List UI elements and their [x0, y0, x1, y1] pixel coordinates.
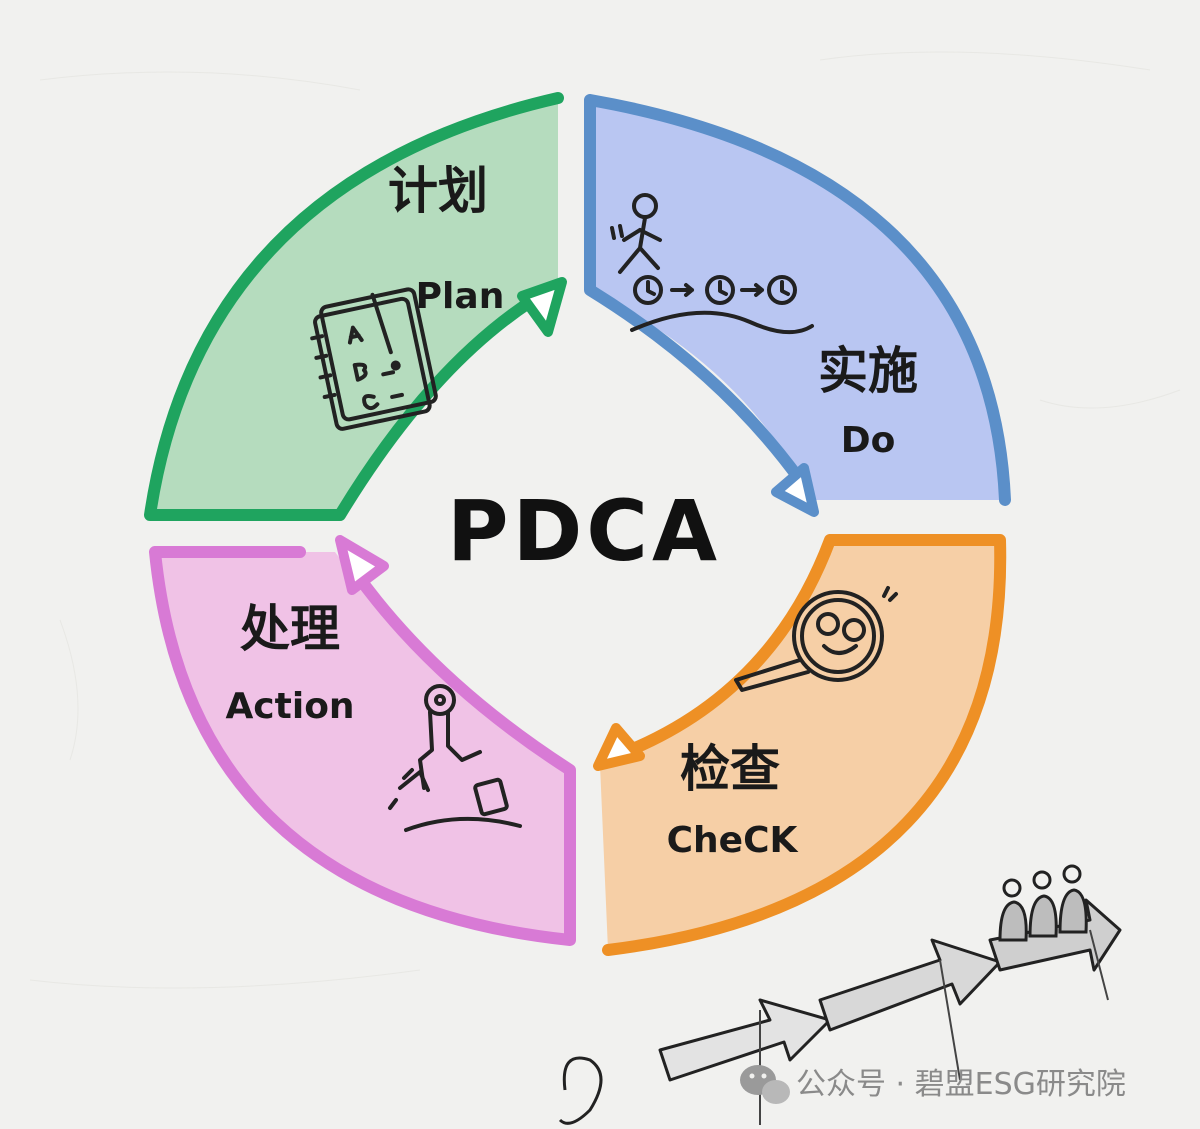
- segment-plan-en: Plan: [416, 276, 505, 317]
- segment-plan-outline: [144, 92, 564, 521]
- segment-check-arrowhead: [593, 723, 645, 771]
- segment-do-en: Do: [841, 420, 896, 461]
- wechat-icon: [740, 1065, 790, 1104]
- team-figures: [998, 864, 1088, 942]
- segment-plan-band: [150, 98, 558, 515]
- notebook-icon: [310, 287, 438, 431]
- segment-action-zh: 处理: [240, 600, 340, 658]
- segment-action-en: Action: [225, 686, 354, 727]
- segment-do-outline: [584, 94, 1011, 506]
- walking-person-clock-icon: [610, 193, 814, 335]
- person-action-icon: [388, 684, 522, 832]
- segment-do-arrowhead: [771, 463, 819, 517]
- segment-check-zh: 检查: [680, 740, 780, 798]
- segment-do: 实施 Do: [584, 94, 1011, 517]
- segment-do-band: [590, 100, 1005, 500]
- center-title: PDCA: [447, 482, 721, 580]
- segment-plan-arrowhead: [517, 277, 567, 337]
- segment-check-en: CheCK: [667, 820, 799, 861]
- segment-action-outline: [149, 546, 576, 946]
- watermark: 公众号 · 碧盟ESG研究院: [740, 1065, 1126, 1104]
- segment-plan: 计划 Plan: [144, 92, 567, 521]
- segment-check-band: [600, 540, 1001, 950]
- segment-check-outline: [602, 534, 1007, 956]
- segment-plan-zh: 计划: [388, 162, 488, 220]
- ascending-arrows-team-icon: [558, 864, 1122, 1125]
- segment-check: 检查 CheCK: [593, 534, 1007, 956]
- segment-action-arrowhead: [335, 535, 389, 595]
- paper-texture: [29, 51, 1181, 989]
- magnifying-glass-icon: [734, 586, 898, 692]
- watermark-text: 公众号 · 碧盟ESG研究院: [796, 1067, 1126, 1102]
- segment-action: 处理 Action: [149, 535, 576, 946]
- segment-action-band: [155, 552, 570, 940]
- segment-do-zh: 实施: [818, 342, 918, 400]
